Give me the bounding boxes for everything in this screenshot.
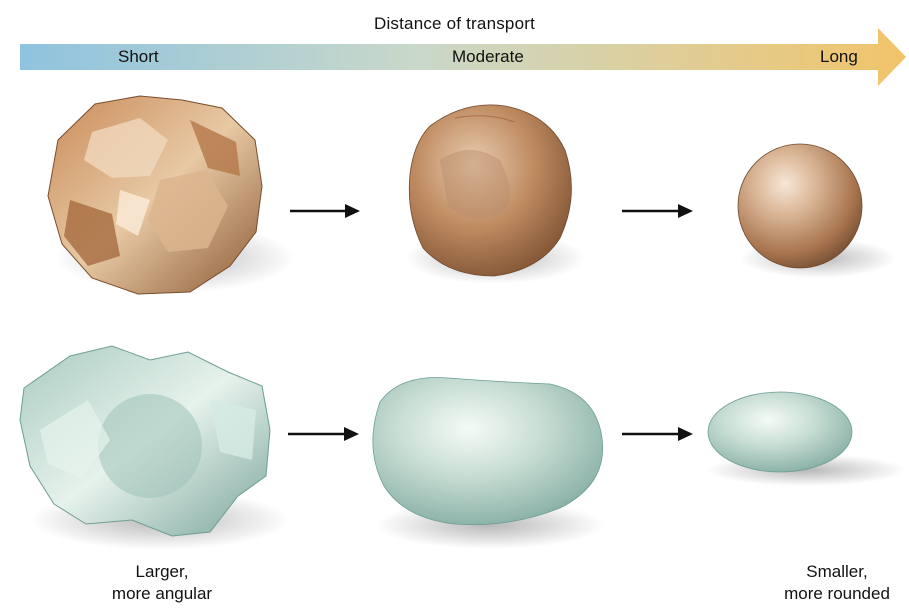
right-arrow-icon bbox=[288, 427, 359, 441]
footer-left-line2: more angular bbox=[97, 583, 227, 605]
scale-label-short: Short bbox=[118, 47, 159, 67]
footer-left-label: Larger, more angular bbox=[97, 561, 227, 605]
quartz-moderate-subrounded bbox=[373, 378, 605, 550]
quartz-long-rounded bbox=[706, 392, 906, 486]
right-arrow-icon bbox=[622, 427, 693, 441]
right-arrow-icon bbox=[290, 204, 360, 218]
rock-long-rounded bbox=[738, 144, 896, 278]
rock-short-angular bbox=[48, 96, 295, 294]
footer-right-label: Smaller, more rounded bbox=[766, 561, 908, 605]
footer-right-line1: Smaller, bbox=[766, 561, 908, 583]
quartz-short-angular bbox=[20, 346, 290, 550]
footer-right-line2: more rounded bbox=[766, 583, 908, 605]
footer-left-line1: Larger, bbox=[97, 561, 227, 583]
right-arrow-icon bbox=[622, 204, 693, 218]
rock-moderate-subrounded bbox=[405, 105, 585, 284]
scale-label-moderate: Moderate bbox=[452, 47, 524, 67]
scale-label-long: Long bbox=[820, 47, 858, 67]
